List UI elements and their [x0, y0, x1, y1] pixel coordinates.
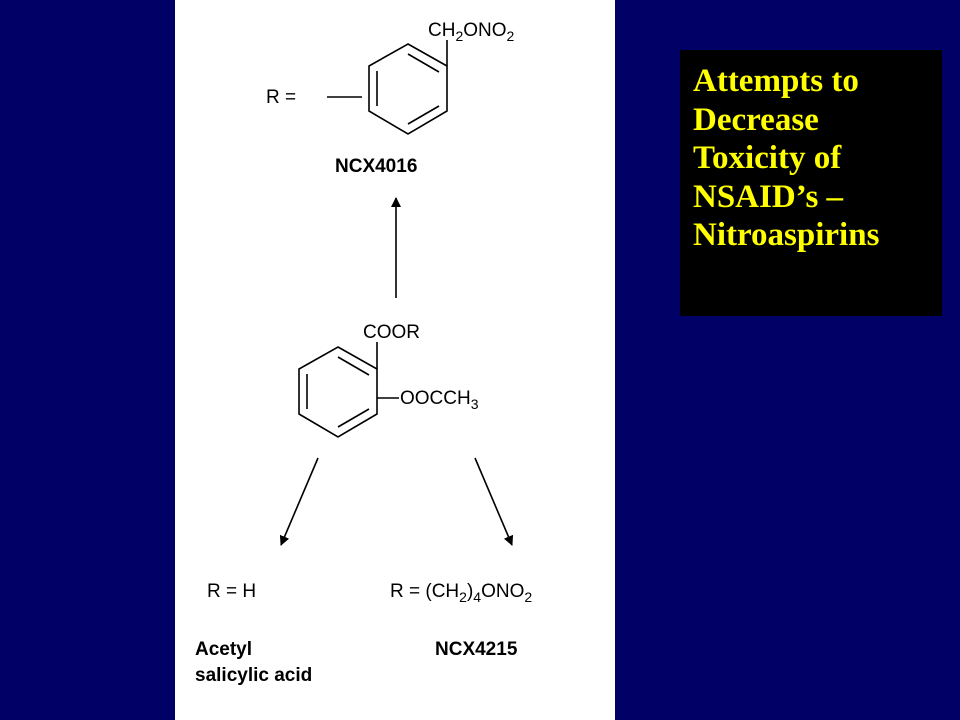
diagram-panel: R = CH2ONO2 NCX4016 COOR OOCCH3	[175, 0, 615, 720]
top-compound-name: NCX4016	[335, 156, 417, 177]
right-compound-name: NCX4215	[435, 639, 518, 660]
aspirin-scaffold: COOR OOCCH3	[298, 322, 479, 438]
slide-title-line: Attempts to	[693, 63, 859, 99]
left-name-line2: salicylic acid	[195, 665, 312, 686]
top-ring-double-bond	[407, 53, 440, 73]
top-ring-double-bond	[407, 105, 440, 125]
left-name-line1: Acetyl	[195, 639, 252, 660]
right-formula: R = (CH2)4ONO2	[390, 581, 532, 605]
reaction-diagram: R = CH2ONO2 NCX4016 COOR OOCCH3	[195, 20, 532, 686]
slide-title-line: Toxicity of	[693, 140, 842, 176]
ncx4215: R = (CH2)4ONO2 NCX4215	[390, 581, 532, 660]
top-r-prefix: R =	[266, 87, 296, 108]
coor-label: COOR	[363, 322, 420, 343]
arrow-down-left	[279, 457, 319, 546]
left-formula: R = H	[207, 581, 256, 602]
top-substituent-label: CH2ONO2	[428, 20, 515, 44]
slide-title-box: Attempts to Decrease Toxicity of NSAID’s…	[680, 50, 942, 316]
top-benzene-ring	[368, 43, 448, 135]
arrow-down-right	[474, 457, 514, 546]
oocch3-label: OOCCH3	[400, 388, 479, 412]
center-benzene-ring	[298, 346, 378, 438]
acetyl-salicylic-acid: R = H Acetyl salicylic acid	[195, 581, 312, 686]
slide-title-line: Nitroaspirins	[693, 217, 880, 253]
slide-title-line: Decrease	[693, 101, 819, 138]
center-ring-double-bond	[337, 408, 370, 428]
ncx4016-structure: R = CH2ONO2 NCX4016	[266, 20, 515, 177]
center-ring-double-bond	[337, 356, 370, 376]
slide-title-line: NSAID’s –	[693, 178, 844, 215]
